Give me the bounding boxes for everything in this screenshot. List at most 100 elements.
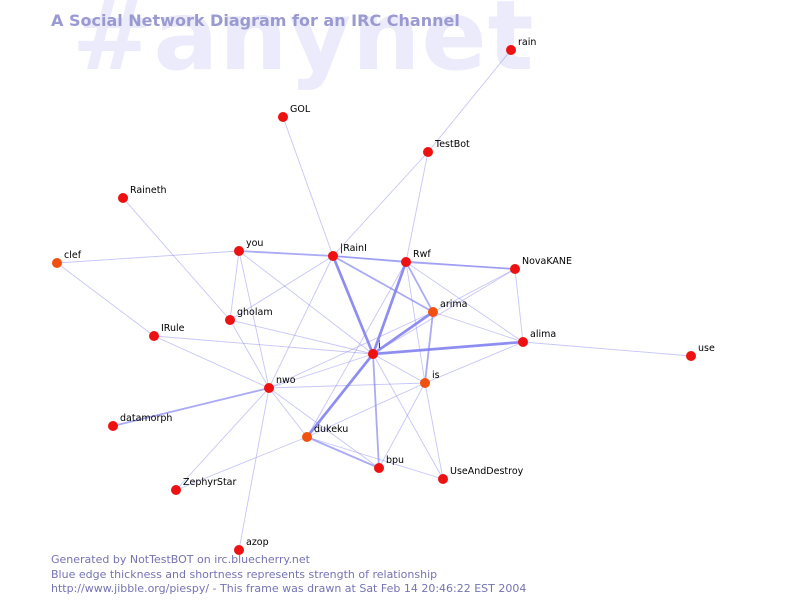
edge-Rwf-i [371,261,408,355]
footer-legend-line: Blue edge thickness and shortness repres… [51,567,438,581]
edge-IRainI-Rwf [332,255,407,263]
edge-IRainI-arima [332,255,434,313]
node-IRainI[interactable]: |RainI [328,243,367,261]
node-Rwf[interactable]: Rwf [401,249,431,267]
node-label-ZephyrStar: ZephyrStar [183,477,237,488]
node-dot-azop[interactable] [234,545,244,555]
node-dot-ZephyrStar[interactable] [171,485,181,495]
node-nwo[interactable]: nwo [264,375,296,393]
channel-watermark: #anynet [72,0,535,92]
edge-is-UseAndDestroy [424,382,444,480]
node-dot-i[interactable] [368,349,378,359]
edge-IRainI-gholam [229,255,334,321]
node-dot-TestBot[interactable] [423,147,433,157]
edge-nwo-ZephyrStar [175,387,270,491]
edge-alima-i [372,340,524,356]
node-label-NovaKANE: NovaKANE [522,256,572,267]
edge-arima-is [424,311,434,384]
node-you[interactable]: you [234,238,263,256]
node-dot-GOL[interactable] [278,112,288,122]
edge-dukeku-UseAndDestroy [306,436,444,480]
edge-i-bpu [372,353,380,469]
node-arima[interactable]: arima [428,299,467,317]
node-dot-you[interactable] [234,246,244,256]
node-label-GOL: GOL [290,104,311,115]
edge-you-i [238,250,374,355]
node-dot-rain[interactable] [506,45,516,55]
edge-i-dukeku [305,353,375,438]
node-use[interactable]: use [686,343,715,361]
node-is[interactable]: is [420,370,440,388]
node-Raineth[interactable]: Raineth [118,185,166,203]
edge-is-dukeku [306,382,426,438]
node-GOL[interactable]: GOL [278,104,311,122]
edge-TestBot-Rwf [405,151,429,263]
edge-you-gholam [229,250,240,321]
node-label-gholam: gholam [237,307,273,318]
edge-NovaKANE-arima [432,268,516,313]
edge-you-IRainI [238,250,334,257]
edge-clef-IRule [56,262,155,337]
edge-you-nwo [238,250,270,389]
edge-i-UseAndDestroy [372,353,444,480]
edge-IRainI-nwo [268,255,334,389]
node-NovaKANE[interactable]: NovaKANE [510,256,572,274]
edge-Rwf-alima [405,261,524,343]
node-dot-Raineth[interactable] [118,193,128,203]
node-dot-arima[interactable] [428,307,438,317]
node-label-IRule: IRule [161,323,185,334]
edge-clef-you [56,250,240,264]
node-label-you: you [246,238,263,249]
node-dot-UseAndDestroy[interactable] [438,474,448,484]
node-label-Raineth: Raineth [130,185,166,196]
node-dot-alima[interactable] [518,337,528,347]
node-label-rain: rain [518,37,536,48]
node-dot-is[interactable] [420,378,430,388]
edges-layer [56,49,692,551]
edge-arima-nwo [268,311,434,389]
edge-Rwf-is [405,261,426,384]
node-rain[interactable]: rain [506,37,536,55]
edge-NovaKANE-alima [514,268,524,343]
edge-gholam-nwo [229,319,270,389]
node-label-azop: azop [246,537,269,548]
node-clef[interactable]: clef [52,250,82,268]
node-gholam[interactable]: gholam [225,307,273,325]
node-azop[interactable]: azop [234,537,269,555]
node-dot-IRainI[interactable] [328,251,338,261]
node-dot-use[interactable] [686,351,696,361]
diagram-title: A Social Network Diagram for an IRC Chan… [51,11,460,30]
footer: Generated by NotTestBOT on irc.bluecherr… [51,553,526,597]
node-dot-datamorph[interactable] [108,421,118,431]
node-label-use: use [698,343,715,354]
edge-dukeku-ZephyrStar [175,436,308,491]
node-label-alima: alima [530,329,556,340]
footer-generator-line: Generated by NotTestBOT on irc.bluecherr… [51,553,310,566]
node-dot-bpu[interactable] [374,463,384,473]
node-ZephyrStar[interactable]: ZephyrStar [171,477,237,495]
node-dot-IRule[interactable] [149,331,159,341]
node-UseAndDestroy[interactable]: UseAndDestroy [438,466,524,484]
node-datamorph[interactable]: datamorph [108,413,172,431]
node-dukeku[interactable]: dukeku [302,424,348,442]
node-dot-nwo[interactable] [264,383,274,393]
edge-arima-alima [432,311,524,343]
node-dot-NovaKANE[interactable] [510,264,520,274]
node-dot-clef[interactable] [52,258,62,268]
node-dot-dukeku[interactable] [302,432,312,442]
edge-TestBot-IRainI [332,151,429,257]
node-label-UseAndDestroy: UseAndDestroy [450,466,524,477]
node-bpu[interactable]: bpu [374,455,404,473]
edge-arima-i [372,310,434,356]
node-TestBot[interactable]: TestBot [423,139,470,157]
node-i[interactable]: i [368,340,381,359]
node-IRule[interactable]: IRule [149,323,185,341]
node-dot-Rwf[interactable] [401,257,411,267]
node-alima[interactable]: alima [518,329,556,347]
node-label-IRainI: |RainI [340,243,367,254]
edge-Rwf-arima [405,261,434,313]
node-dot-gholam[interactable] [225,315,235,325]
edge-nwo-dukeku [268,387,308,438]
